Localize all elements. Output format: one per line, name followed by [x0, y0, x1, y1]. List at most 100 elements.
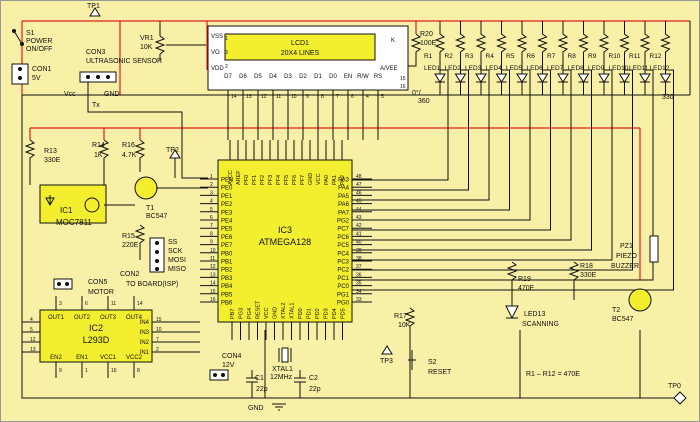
mcu-bottom-pin: XTAL2	[281, 303, 287, 319]
driver-left-num: 12	[30, 337, 36, 343]
led-trace	[352, 69, 449, 181]
mcu-right-pin: PG1	[337, 292, 350, 298]
angle-step: 330	[662, 94, 674, 101]
mcu-top-pin: PF3	[268, 175, 274, 185]
led-trace	[352, 69, 510, 211]
mcu-right-pin: PC1	[337, 276, 349, 282]
isp-pin-sck: SCK	[168, 248, 183, 255]
lcd-pin-number: 5	[381, 94, 384, 100]
pz1-name: PIEZO	[616, 253, 638, 260]
mcu-top-pin: AREF	[236, 170, 242, 185]
mcu-bottom-pin: PG4	[247, 308, 253, 319]
con5-ref: CON5	[88, 279, 108, 286]
led-resistor-ref: R10	[609, 53, 621, 60]
mcu-right-pin: PA7	[338, 210, 350, 216]
ic2-name: L293D	[83, 335, 110, 345]
mcu-right-num: 46	[356, 190, 362, 196]
ic2-ref: IC2	[89, 323, 103, 333]
mcu-left-num: 6	[210, 215, 213, 221]
mcu-bottom-pin: PD1	[307, 308, 313, 319]
motor-connector: CON5 MOTOR	[53, 278, 114, 296]
xtal-value: 12MHz	[270, 374, 293, 381]
c2-ref: C2	[309, 375, 318, 382]
driver-bottom-pin: VCC2	[126, 355, 143, 361]
led-resistor	[537, 21, 548, 66]
driver-bottom-pin: EN1	[76, 355, 88, 361]
lcd-pin-number: 3	[225, 50, 228, 56]
mcu-right-num: 33	[356, 297, 362, 303]
led-resistor-ref: R7	[547, 53, 556, 60]
lcd-ref: LCD1	[291, 40, 309, 47]
driver-bottom-num: 9	[59, 368, 62, 374]
led-resistor-ref: R9	[588, 53, 597, 60]
led-ref: LED12	[650, 65, 670, 72]
led-resistor	[578, 21, 589, 66]
ultrasonic-sensor: CON3 ULTRASONIC SENSOR Vcc GND Tx	[64, 49, 208, 179]
mcu-bottom-pin: PD2	[315, 308, 321, 319]
driver-pins: OUT13OUT26OUT311OUT414EN29EN11VCC116VCC2…	[22, 296, 200, 378]
led-resistor	[660, 21, 671, 66]
lcd-pin-rw: R/W	[357, 74, 369, 80]
mcu-left-pin: PB6	[221, 301, 233, 307]
driver-right-pin: IN4	[140, 320, 150, 326]
led-resistor-ref: R3	[465, 53, 474, 60]
led-resistor	[434, 21, 446, 66]
led-ref: LED8	[568, 65, 585, 72]
ground-nets	[21, 21, 691, 399]
isp-pin-miso: MISO	[168, 266, 186, 273]
led-diode	[577, 73, 590, 83]
r18-value: 330E	[580, 272, 597, 279]
led-resistor	[496, 21, 507, 66]
mcu-right-num: 44	[356, 207, 362, 213]
lcd-pin-number: 8	[321, 94, 324, 100]
led-ref: LED5	[506, 65, 523, 72]
led-diode	[434, 73, 446, 83]
led-diode	[536, 73, 549, 83]
mcu-left-num: 5	[210, 207, 213, 213]
mcu-left-num: 7	[210, 223, 213, 229]
led-trace	[352, 69, 633, 271]
led13-section: R19 470E LED13 SCANNING	[505, 261, 559, 328]
led-trace	[352, 69, 654, 281]
led-trace	[352, 69, 531, 221]
mcu-left-num: 15	[210, 289, 216, 295]
isp-pin-mosi: MOSI	[168, 257, 186, 264]
angle-end: 360	[418, 98, 430, 105]
mcu-top-pin: PF1	[252, 175, 258, 185]
driver-top-num: 11	[111, 301, 116, 307]
mcu-left-num: 12	[210, 264, 216, 270]
t1-name: BC547	[146, 213, 168, 220]
buzzer-section: R18 330E PZ1 PIEZO BUZZER T2 BC547	[568, 235, 659, 323]
mcu-right-num: 48	[356, 174, 362, 180]
mcu-bottom-pin: PG3	[239, 308, 245, 319]
led-trace	[352, 69, 592, 251]
mcu-bottom-pin: PB7	[230, 309, 236, 319]
pz1-ref: PZ1	[620, 243, 633, 250]
mcu-left-pin: PB3	[221, 276, 233, 282]
ic1-name: MOC7811	[56, 218, 92, 227]
mcu-left-num: 9	[210, 240, 213, 246]
tp2-label: TP2	[166, 147, 179, 154]
driver-right-pin: IN2	[140, 340, 150, 346]
r19-ref: R19	[518, 276, 531, 283]
isp-pin-ss: SS	[168, 239, 178, 246]
driver-top-pin: OUT1	[48, 315, 65, 321]
led-resistor	[557, 21, 569, 66]
con3-pin-vcc: Vcc	[64, 91, 76, 98]
driver-right-pin: IN3	[140, 330, 150, 336]
mcu-left-pin: PE5	[221, 227, 233, 233]
mcu-left-num: 4	[210, 199, 213, 205]
led-diode	[598, 73, 610, 83]
mcu-right-pin: PG2	[337, 219, 350, 225]
led-diode	[618, 73, 631, 83]
led-resistor	[639, 21, 651, 66]
lcd-pin-number: 16	[400, 84, 406, 90]
mcu: IC3 ATMEGA128 PEN1PE02PE13PE24PE35PE46PE…	[200, 140, 372, 340]
led13-ref: LED13	[524, 311, 546, 318]
r18-ref: R18	[580, 263, 593, 270]
mcu-bottom-pin: PD5	[341, 308, 347, 319]
con2-name: TO BOARD(ISP)	[126, 281, 178, 288]
led-diode	[475, 73, 487, 83]
mcu-name: ATMEGA128	[259, 237, 311, 247]
